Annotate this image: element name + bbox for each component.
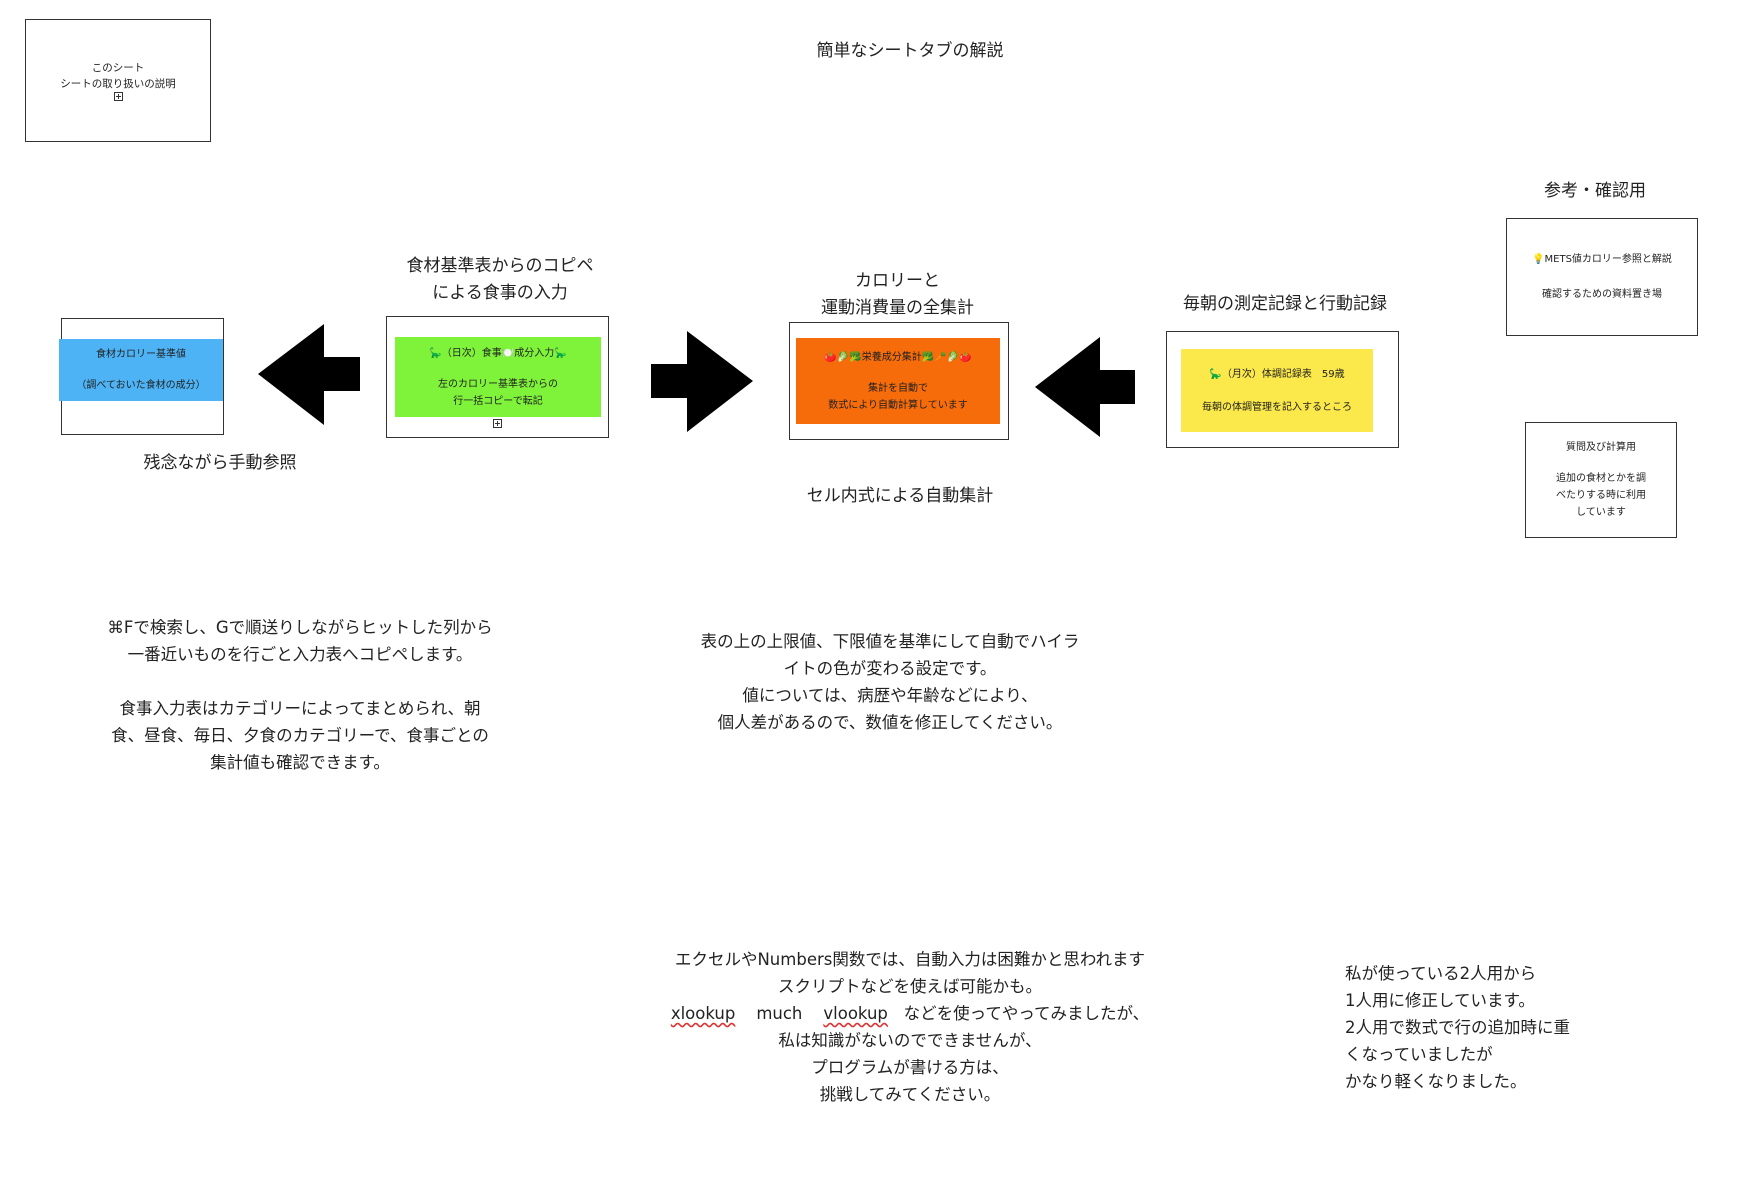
expand-icon[interactable] <box>493 419 502 428</box>
note-bottom-line2: スクリプトなどを使えば可能かも。 <box>778 977 1042 996</box>
note-bottom-right-line: くなっていましたが <box>1345 1045 1493 1064</box>
arrow-right-icon <box>651 331 753 432</box>
note-left: ⌘Fで検索し、Gで順送りしながらヒットした列から 一番近いものを行ごと入力表へコ… <box>70 614 530 776</box>
summary-heading-line2: 運動消費量の全集計 <box>821 298 974 318</box>
note-left-line: 食、昼食、毎日、夕食のカテゴリーで、食事ごとの <box>111 726 489 745</box>
daily-input-fill: 🦕（日次）食事🍽️成分入力🦕 左のカロリー基準表からの 行一括コピーで転記 <box>395 337 601 417</box>
questions-line3: べたりする時に利用 <box>1556 490 1646 501</box>
expand-icon[interactable] <box>113 92 123 101</box>
note-left-line <box>70 668 530 695</box>
sheet-note-line1: このシート <box>91 62 145 74</box>
food-base-caption: 残念ながら手動参照 <box>143 453 297 473</box>
daily-input-heading-line1: 食材基準表からのコピペ <box>406 256 594 276</box>
mets-reference-box[interactable]: 💡METS値カロリー参照と解説 確認するための資料置き場 <box>1506 218 1698 336</box>
note-bottom-right: 私が使っている2人用から 1人用に修正しています。 2人用で数式で行の追加時に重… <box>1345 960 1665 1095</box>
note-bottom-line4: 私は知識がないのでできませんが、 <box>778 1031 1042 1050</box>
note-bottom-right-line: 2人用で数式で行の追加時に重 <box>1345 1018 1570 1037</box>
page-title: 簡単なシートタブの解説 <box>816 41 1004 61</box>
summary-caption: セル内式による自動集計 <box>806 486 994 506</box>
note-bottom-right-line: 私が使っている2人用から <box>1345 964 1537 983</box>
monthly-line2: 毎朝の体調管理を記入するところ <box>1202 401 1352 413</box>
daily-input-box[interactable]: 🦕（日次）食事🍽️成分入力🦕 左のカロリー基準表からの 行一括コピーで転記 <box>386 316 609 438</box>
fn-much: much <box>756 1004 803 1023</box>
note-center: 表の上の上限値、下限値を基準にして自動でハイラ イトの色が変わる設定です。 値に… <box>660 628 1120 736</box>
reference-heading: 参考・確認用 <box>1544 181 1646 201</box>
summary-box[interactable]: 🍅🥬🥦栄養成分集計🥦🥕🥬🍅 集計を自動で 数式により自動計算しています <box>789 322 1009 440</box>
monthly-line1: 🦕（月次）体調記録表 59歳 <box>1209 368 1345 380</box>
summary-line2: 集計を自動で <box>868 382 928 394</box>
note-center-line: イトの色が変わる設定です。 <box>783 659 997 678</box>
monthly-fill: 🦕（月次）体調記録表 59歳 毎朝の体調管理を記入するところ <box>1181 349 1373 432</box>
questions-line4: しています <box>1576 507 1626 518</box>
fn-vlookup: vlookup <box>823 1004 888 1023</box>
questions-line1: 質問及び計算用 <box>1566 442 1636 453</box>
note-bottom-right-line: 1人用に修正しています。 <box>1345 991 1535 1010</box>
note-bottom-line6: 挑戦してみてください。 <box>819 1085 1001 1104</box>
note-left-line: ⌘Fで検索し、Gで順送りしながらヒットした列から <box>107 618 493 637</box>
daily-input-line3: 行一括コピーで転記 <box>453 395 543 407</box>
daily-input-heading: 食材基準表からのコピペ による食事の入力 <box>360 253 640 307</box>
daily-input-heading-line2: による食事の入力 <box>432 283 568 303</box>
food-base-line1: 食材カロリー基準値 <box>96 349 186 360</box>
monthly-heading: 毎朝の測定記録と行動記録 <box>1183 294 1387 314</box>
questions-box[interactable]: 質問及び計算用 追加の食材とかを調 べたりする時に利用 しています <box>1525 422 1677 538</box>
arrow-left-icon <box>258 324 360 425</box>
fn-xlookup: xlookup <box>670 1004 736 1023</box>
note-bottom-line5: プログラムが書ける方は、 <box>811 1058 1009 1077</box>
note-center-line: 個人差があるので、数値を修正してください。 <box>717 713 1063 732</box>
summary-fill: 🍅🥬🥦栄養成分集計🥦🥕🥬🍅 集計を自動で 数式により自動計算しています <box>796 338 1000 424</box>
food-base-fill: 食材カロリー基準値 （調べておいた食材の成分） <box>59 339 223 401</box>
questions-line2: 追加の食材とかを調 <box>1556 473 1646 484</box>
monthly-box[interactable]: 🦕（月次）体調記録表 59歳 毎朝の体調管理を記入するところ <box>1166 331 1399 448</box>
note-bottom-line3-rest: などを使ってやってみましたが、 <box>903 1004 1150 1023</box>
note-bottom-line3: xlookup much vlookup などを使ってやってみましたが、 <box>600 1000 1220 1027</box>
note-left-line: 食事入力表はカテゴリーによってまとめられ、朝 <box>119 699 481 718</box>
food-base-line2: （調べておいた食材の成分） <box>76 380 206 391</box>
note-center-line: 表の上の上限値、下限値を基準にして自動でハイラ <box>700 632 1080 651</box>
note-left-line: 集計値も確認できます。 <box>210 753 390 772</box>
sheet-note-box[interactable]: このシート シートの取り扱いの説明 <box>25 19 211 142</box>
summary-line1: 🍅🥬🥦栄養成分集計🥦🥕🥬🍅 <box>824 351 972 363</box>
mets-line1: 💡METS値カロリー参照と解説 <box>1532 254 1672 265</box>
note-bottom-right-line: かなり軽くなりました。 <box>1345 1072 1527 1091</box>
daily-input-line1: 🦕（日次）食事🍽️成分入力🦕 <box>429 347 567 359</box>
note-center-line: 値については、病歴や年齢などにより、 <box>742 686 1038 705</box>
food-base-box[interactable]: 食材カロリー基準値 （調べておいた食材の成分） <box>59 318 224 435</box>
summary-heading: カロリーと 運動消費量の全集計 <box>755 268 1040 322</box>
arrow-left-icon <box>1035 337 1135 437</box>
note-left-line: 一番近いものを行ごと入力表へコピペします。 <box>127 645 473 664</box>
note-bottom-center: エクセルやNumbers関数では、自動入力は困難かと思われます スクリプトなどを… <box>600 946 1220 1108</box>
mets-line2: 確認するための資料置き場 <box>1542 289 1662 300</box>
note-bottom-line1: エクセルやNumbers関数では、自動入力は困難かと思われます <box>674 950 1146 969</box>
summary-line3: 数式により自動計算しています <box>828 399 968 411</box>
summary-heading-line1: カロリーと <box>855 271 940 291</box>
sheet-note-line2: シートの取り扱いの説明 <box>60 78 176 90</box>
daily-input-line2: 左のカロリー基準表からの <box>438 378 558 390</box>
